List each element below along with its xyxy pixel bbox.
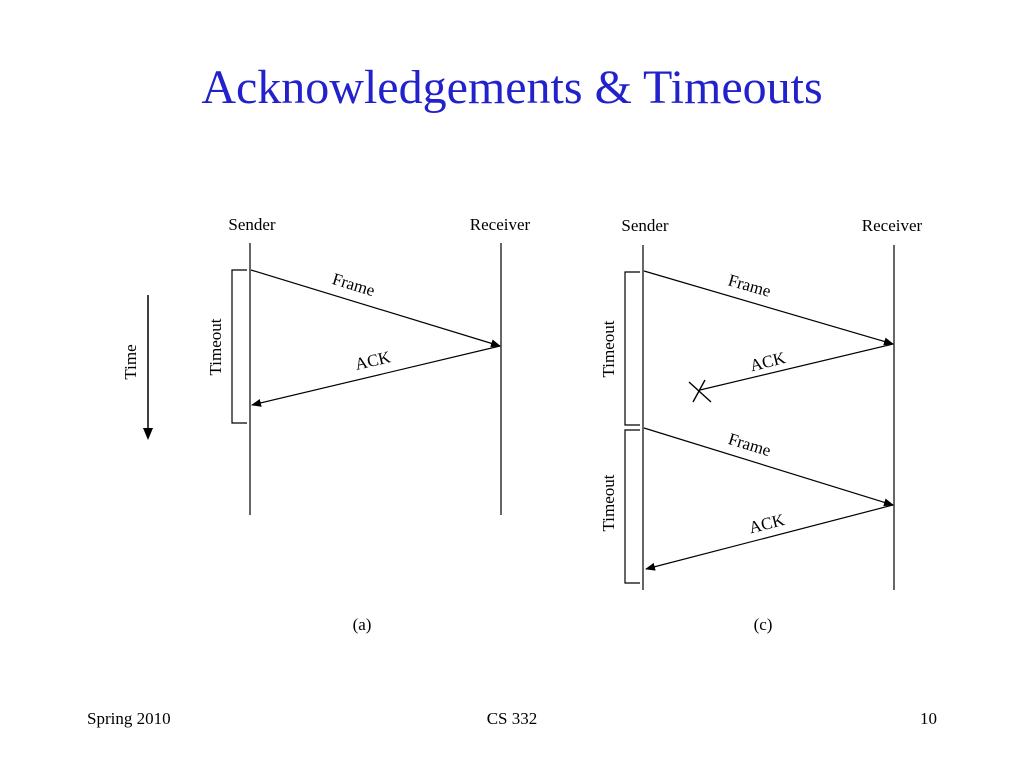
footer-date: Spring 2010 xyxy=(87,709,171,728)
sender-label-a: Sender xyxy=(228,215,276,234)
ack-arrow-c-2 xyxy=(645,504,894,571)
ack-label-a: ACK xyxy=(353,347,393,374)
timeout-label-c-2: Timeout xyxy=(599,474,618,531)
timeout-bracket-c-2 xyxy=(624,429,640,584)
ack-label-c-2: ACK xyxy=(747,510,787,537)
frame-label-c-1: Frame xyxy=(726,271,773,301)
footer-course: CS 332 xyxy=(486,709,538,728)
timeout-label-c-1: Timeout xyxy=(599,320,618,377)
slide-title: Acknowledgements & Timeouts xyxy=(201,61,823,114)
frame-arrow-c-2 xyxy=(643,427,894,507)
diagram-a: Sender Receiver Time Timeout Frame ACK (… xyxy=(121,215,531,634)
receiver-label-c: Receiver xyxy=(862,216,923,235)
time-label: Time xyxy=(121,344,140,379)
ack-label-c-1: ACK xyxy=(748,348,788,375)
caption-a: (a) xyxy=(353,615,372,634)
timeout-bracket-a xyxy=(231,269,247,424)
receiver-label-a: Receiver xyxy=(470,215,531,234)
ack-arrow-a xyxy=(251,345,501,407)
diagram-c: Sender Receiver Timeout Timeout Frame AC… xyxy=(599,216,923,634)
time-arrowhead-icon xyxy=(143,428,153,440)
timeout-label-a: Timeout xyxy=(206,318,225,375)
frame-arrow-a xyxy=(250,269,501,348)
caption-c: (c) xyxy=(754,615,773,634)
timeout-bracket-c-1 xyxy=(624,271,640,426)
lost-ack-x-icon xyxy=(688,379,712,403)
footer-page-number: 10 xyxy=(920,709,937,728)
sender-label-c: Sender xyxy=(621,216,669,235)
ack-arrow-c-1-lost xyxy=(699,343,894,391)
frame-arrow-c-1 xyxy=(643,270,894,346)
frame-label-a: Frame xyxy=(330,269,377,300)
